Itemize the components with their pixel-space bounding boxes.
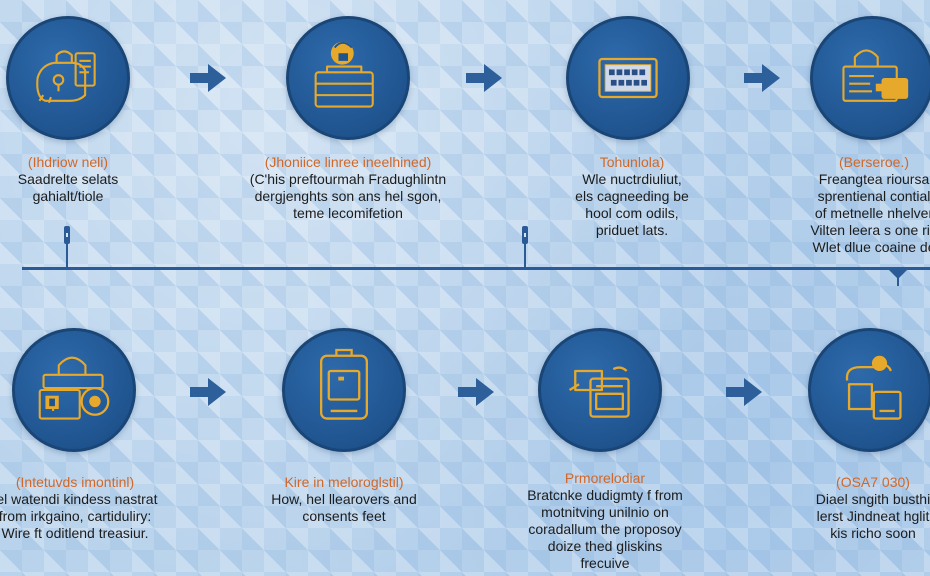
step-text: Saadrelte selats [17, 171, 119, 187]
step-text: teme lecomifetion [293, 205, 403, 221]
step-text: doize thed gliskins [547, 538, 663, 554]
step-text: Diael sngith busthi [815, 491, 930, 507]
padlock-badge-icon [810, 16, 930, 140]
step-heading: (OSA7 030) [836, 474, 910, 490]
step-text: kis richo soon [830, 525, 916, 541]
step-heading: (Berseroe.) [838, 154, 910, 170]
step-heading: Prmorelodiar [564, 470, 646, 486]
step-heading: Kire in meloroglstil) [284, 474, 404, 490]
step-text: frecuive [580, 555, 630, 571]
device-hand-icon [808, 328, 930, 452]
step-text: dergjenghts son ans hel sgon, [254, 188, 442, 204]
step-caption: (Jhoniice linree ineelhined) (C'his pref… [228, 154, 468, 222]
step-caption: Kire in meloroglstil) How, hel llearover… [246, 474, 442, 525]
step-text: Bratcnke dudigmty f from [527, 487, 683, 503]
step-caption: (OSA7 030) Diael sngith busthi lerst Jin… [778, 474, 930, 542]
step-text: (C'his preftourmah Fradughlintn [249, 171, 447, 187]
step-text: sprentienal contial [817, 188, 930, 204]
padlock-document-icon [6, 16, 130, 140]
step-text: priduet ﻿lats. [595, 222, 669, 238]
timeline-end-marker [888, 269, 908, 279]
step-text: Freangtea rioursa [818, 171, 930, 187]
step-caption: (Ihdriow neli) Saadrelte selats gahialt/… [0, 154, 156, 205]
step-text: Vilten leera s one riu [810, 222, 930, 238]
arrow-right-icon [726, 378, 762, 406]
arrow-right-icon [466, 64, 502, 92]
arrow-right-icon [190, 64, 226, 92]
step-text: Wlet dlue coaine de [812, 239, 930, 255]
arrow-right-icon [744, 64, 780, 92]
arrow-right-icon [190, 378, 226, 406]
timeline-line [22, 267, 930, 270]
safe-box-icon [282, 328, 406, 452]
step-text: lerst Jindneat hglit [816, 508, 930, 524]
screen-sign-icon [566, 16, 690, 140]
step-text: coradallum the proposoy [528, 521, 682, 537]
step-heading: Tohunlola) [599, 154, 665, 170]
arrow-right-icon [458, 378, 494, 406]
step-text: els cagneeding be [575, 188, 689, 204]
step-heading: (Ihdriow neli) [27, 154, 109, 170]
step-text: How, hel llearovers and [271, 491, 417, 507]
trunk-padlock-icon [286, 16, 410, 140]
step-caption: (Intetuvds imontinl) Iel watendi kindess… [0, 474, 180, 542]
padlock-shield-icon [12, 328, 136, 452]
step-text: consents feet [302, 508, 386, 524]
timeline-end-stem [897, 276, 899, 286]
step-text: Wire ft oditlend treasiur. [1, 525, 149, 541]
step-heading: (Jhoniice linree ineelhined) [264, 154, 432, 170]
step-caption: Tohunlola) Wle nuctrdiuliut, els cagneed… [532, 154, 732, 239]
step-text: Iel watendi kindess nastrat [0, 491, 158, 507]
step-text: from irkgaino, cartiduliry: [0, 508, 152, 524]
step-text: motnitving unilnio on [541, 504, 669, 520]
step-text: of metnelle nhelver [814, 205, 930, 221]
step-heading: (Intetuvds imontinl) [15, 474, 135, 490]
step-caption: Prmorelodiar Bratcnke dudigmty f from mo… [500, 470, 710, 572]
step-caption: (Berseroe.) Freangtea rioursa sprentiena… [776, 154, 930, 256]
step-text: hool com odils, [585, 205, 679, 221]
step-text: Wle nuctrdiuliut, [582, 171, 682, 187]
document-cards-icon [538, 328, 662, 452]
step-text: gahialt/tiole [32, 188, 104, 204]
